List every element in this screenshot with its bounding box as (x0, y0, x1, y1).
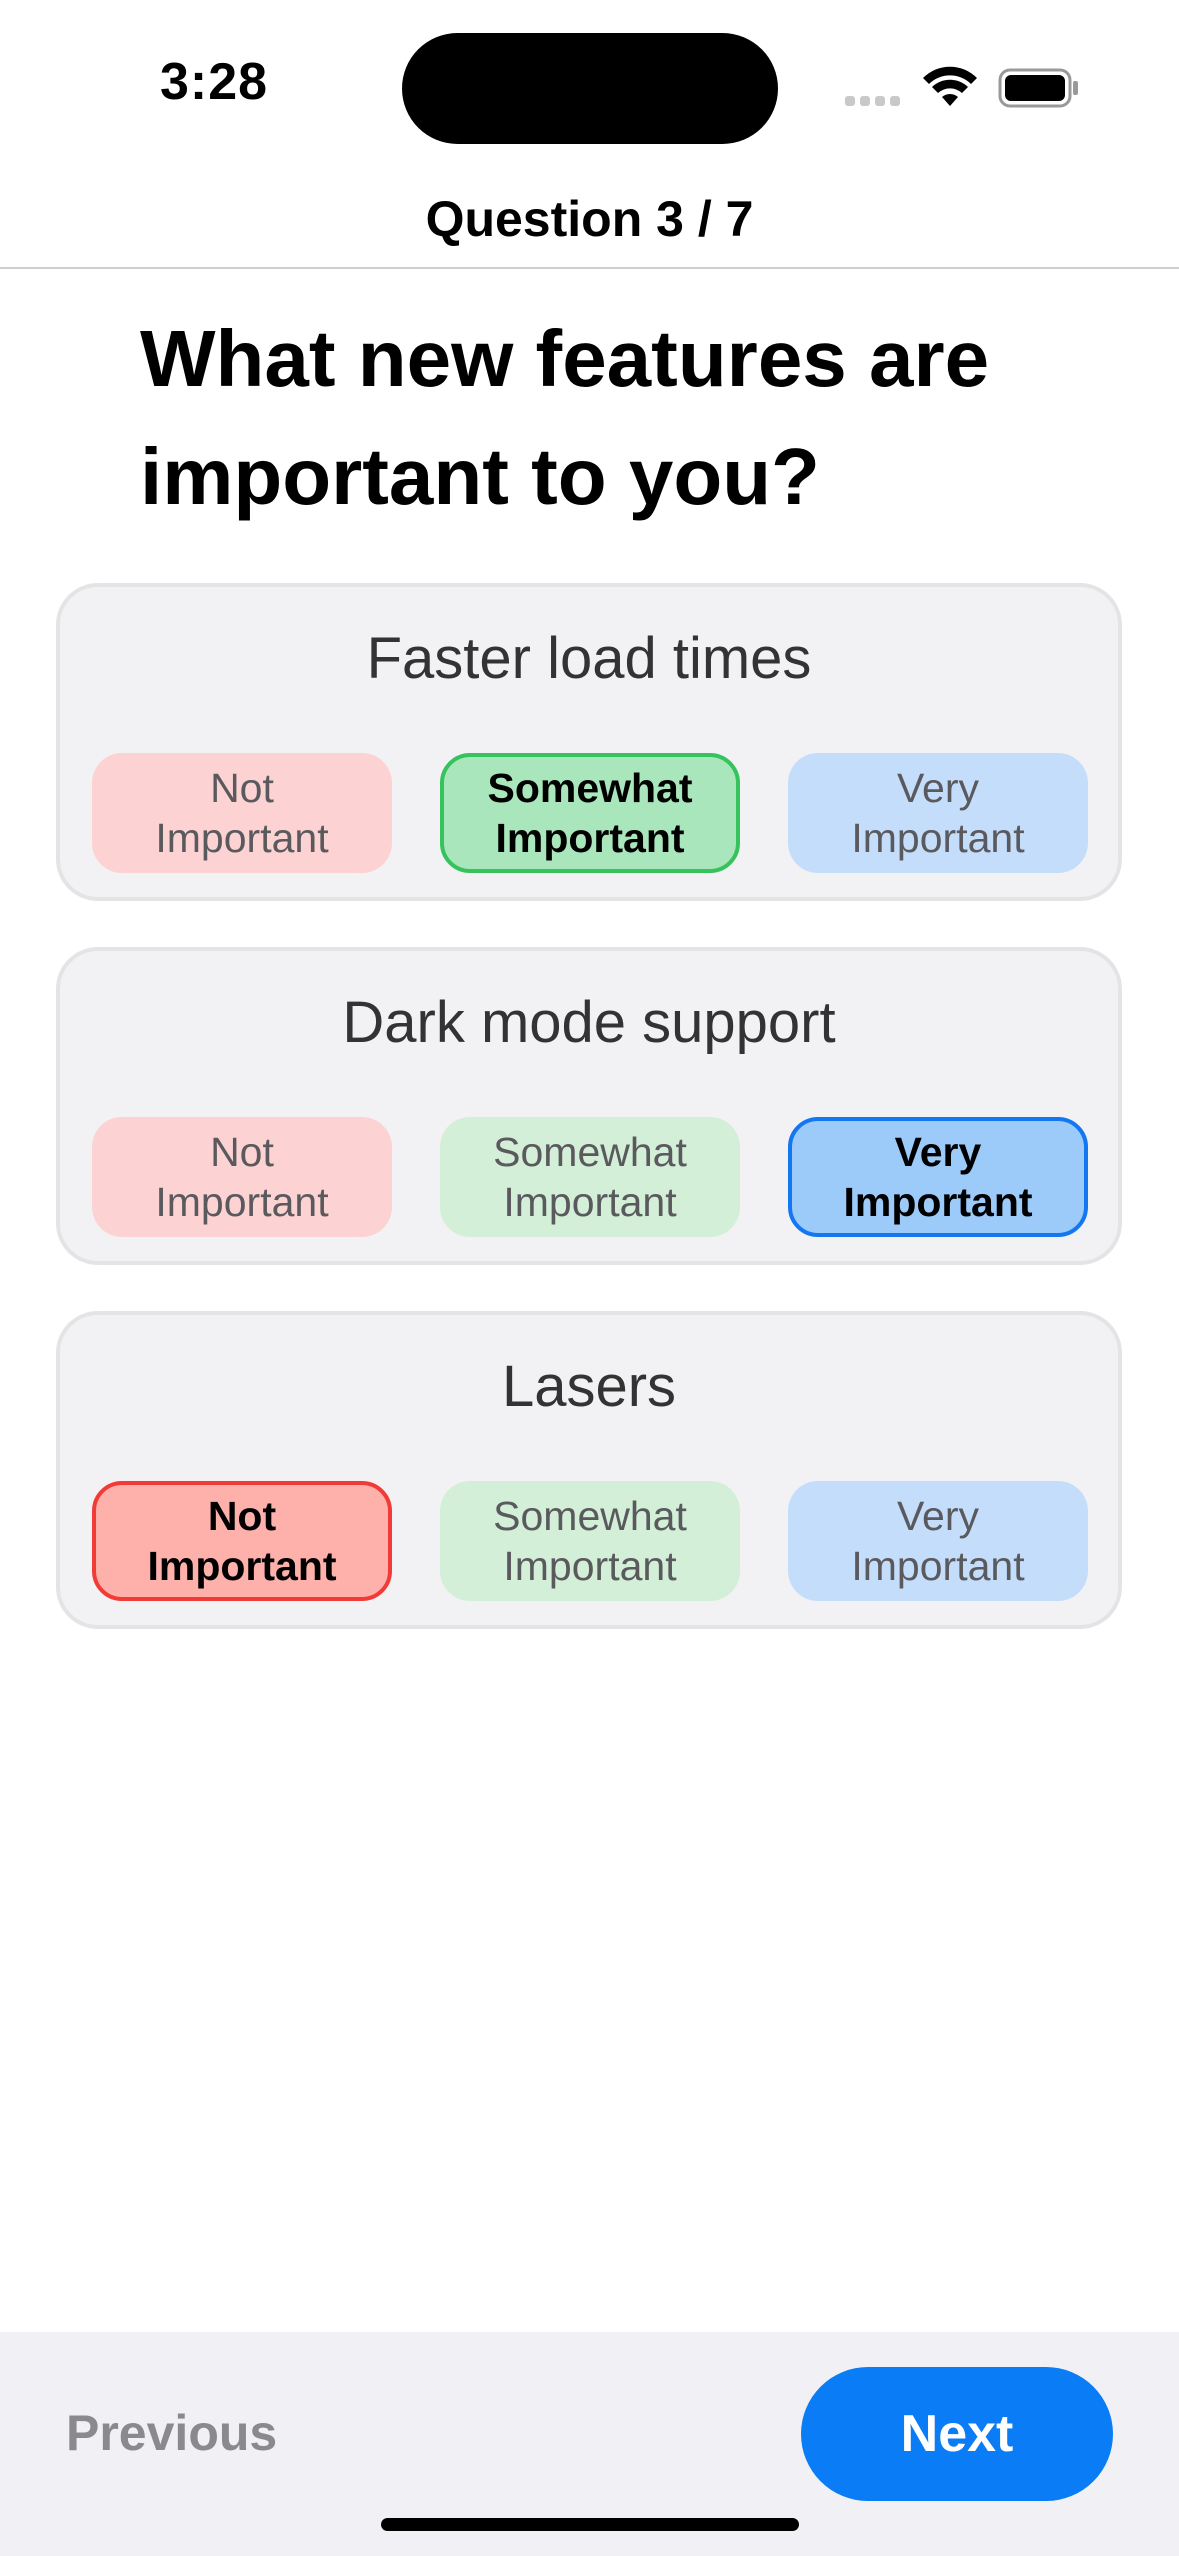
dynamic-island (402, 33, 778, 144)
nav-divider (0, 267, 1179, 269)
status-bar: 3:28 (0, 0, 1179, 175)
question-title: What new features are important to you? (140, 314, 990, 521)
wifi-icon (923, 66, 977, 106)
question-progress: Question 3 / 7 (425, 191, 754, 247)
feature-title: Faster load times (366, 626, 812, 691)
previous-button[interactable]: Previous (66, 2405, 278, 2461)
battery-icon (998, 68, 1078, 108)
next-button[interactable]: Next (801, 2367, 1113, 2501)
feature-title: Dark mode support (342, 990, 836, 1055)
home-indicator[interactable] (381, 2518, 799, 2531)
status-time: 3:28 (160, 53, 269, 111)
signal-icon (845, 93, 905, 106)
feature-title: Lasers (501, 1354, 677, 1419)
